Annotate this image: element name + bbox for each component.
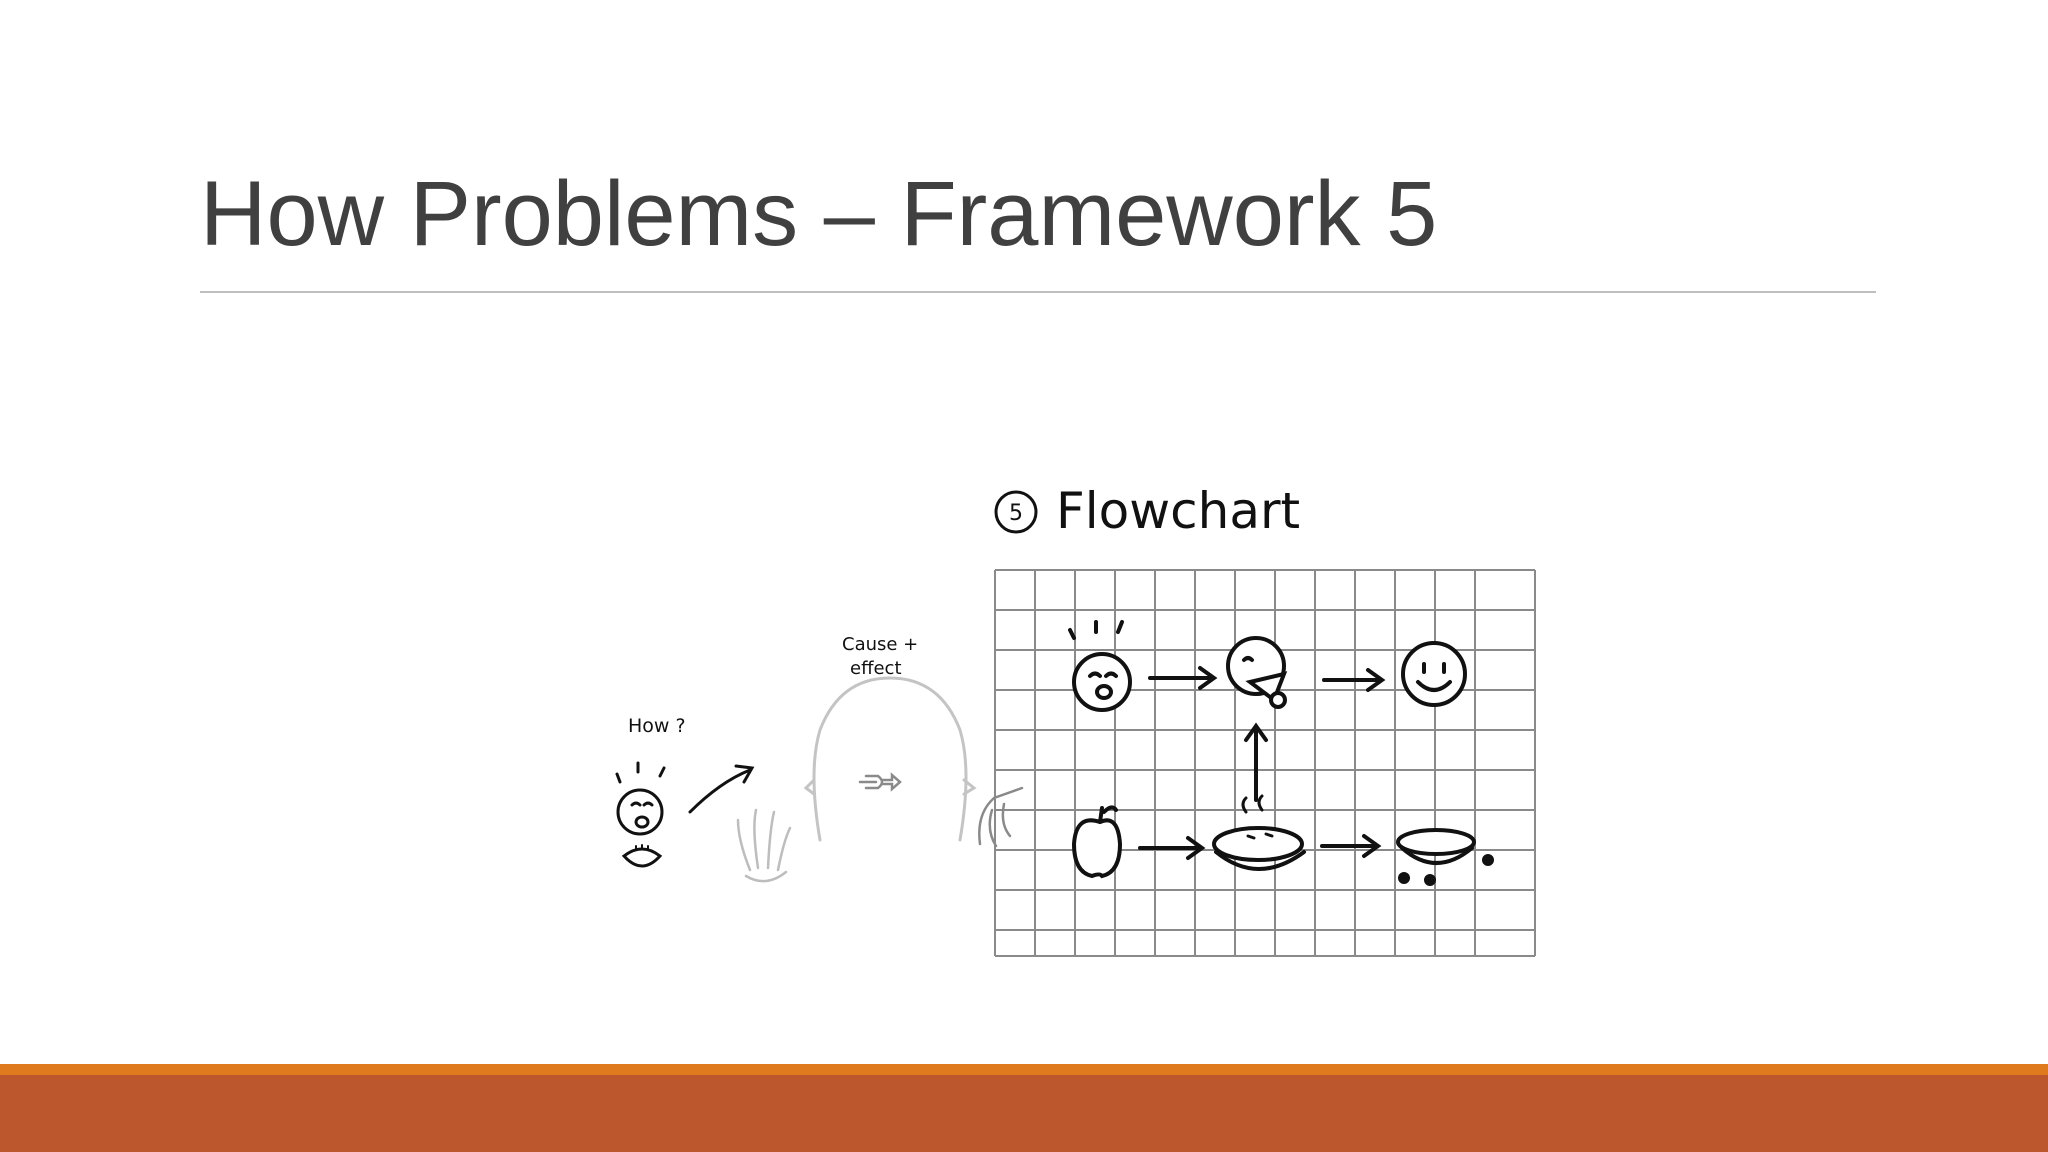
pointing-hand-drawing bbox=[978, 786, 1024, 848]
footer-accent-stripe bbox=[0, 1064, 2048, 1075]
slide-title: How Problems – Framework 5 bbox=[200, 163, 1438, 265]
scared-face-icon bbox=[1072, 652, 1132, 712]
crying-person-figure: How ? bbox=[615, 715, 755, 868]
flowchart-title: Flowchart bbox=[1056, 482, 1300, 540]
empty-dish-icon bbox=[1396, 828, 1476, 856]
apple-icon bbox=[1071, 818, 1123, 879]
pie-icon bbox=[1212, 826, 1304, 862]
flow-row-bottom bbox=[1071, 794, 1494, 886]
how-label: How ? bbox=[628, 715, 686, 737]
flowchart-heading: 5 Flowchart bbox=[994, 482, 1300, 540]
hand-drawing bbox=[736, 808, 792, 883]
happy-face-icon bbox=[1401, 641, 1467, 707]
footer-bar bbox=[0, 1075, 2048, 1152]
cause-label-line1: Cause + bbox=[842, 634, 918, 655]
arrow-up-icon bbox=[1244, 722, 1268, 802]
step-number-circle bbox=[994, 490, 1038, 534]
title-divider bbox=[200, 291, 1876, 293]
flowchart-sketch-illustration: How ? Cause + effect 5 Flowchart bbox=[615, 482, 1536, 957]
cause-effect-head: Cause + effect bbox=[803, 634, 977, 842]
step-number: 5 bbox=[1009, 501, 1023, 526]
grid-paper bbox=[994, 569, 1536, 957]
cause-label-line2: effect bbox=[850, 658, 902, 679]
flow-row-top bbox=[1068, 620, 1467, 712]
